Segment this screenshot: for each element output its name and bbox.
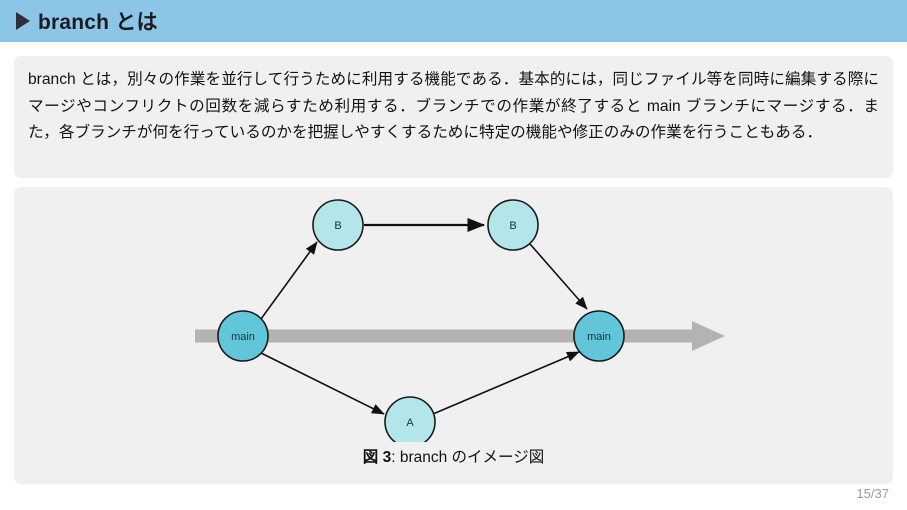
edge-main-to-a1 xyxy=(260,352,385,415)
branch-diagram: main B B A main xyxy=(195,199,725,442)
node-main-right[interactable]: main xyxy=(573,310,625,362)
node-branch-b1[interactable]: B xyxy=(312,199,364,251)
slide-header: branch とは xyxy=(0,0,907,42)
node-label: B xyxy=(509,220,516,232)
node-label: B xyxy=(334,220,341,232)
main-timeline-arrow xyxy=(195,321,725,351)
triangle-right-icon xyxy=(16,12,30,30)
edge-main-to-b1 xyxy=(260,241,318,320)
body-paragraph: branch とは，別々の作業を並行して行うために利用する機能である．基本的には… xyxy=(28,71,879,141)
diagram-edges xyxy=(260,217,588,415)
edge-a1-to-main xyxy=(432,351,580,415)
node-label: main xyxy=(587,331,611,343)
figure-caption-sep: : xyxy=(391,449,400,466)
page-number: 15/37 xyxy=(856,486,889,501)
body-text-block: branch とは，別々の作業を並行して行うために利用する機能である．基本的には… xyxy=(14,56,893,178)
node-main-left[interactable]: main xyxy=(217,310,269,362)
edge-b2-to-main xyxy=(529,243,588,310)
figure-caption: 図 3: branch のイメージ図 xyxy=(14,445,893,467)
figure-caption-prefix: 図 3 xyxy=(362,449,392,466)
node-label: A xyxy=(406,417,414,429)
node-branch-b2[interactable]: B xyxy=(487,199,539,251)
figure-caption-text: branch のイメージ図 xyxy=(399,449,545,466)
page-title: branch とは xyxy=(38,11,158,34)
node-label: main xyxy=(231,331,255,343)
node-branch-a1[interactable]: A xyxy=(384,396,436,442)
figure-block: main B B A main 図 3: branch のイメージ図 xyxy=(14,187,893,484)
